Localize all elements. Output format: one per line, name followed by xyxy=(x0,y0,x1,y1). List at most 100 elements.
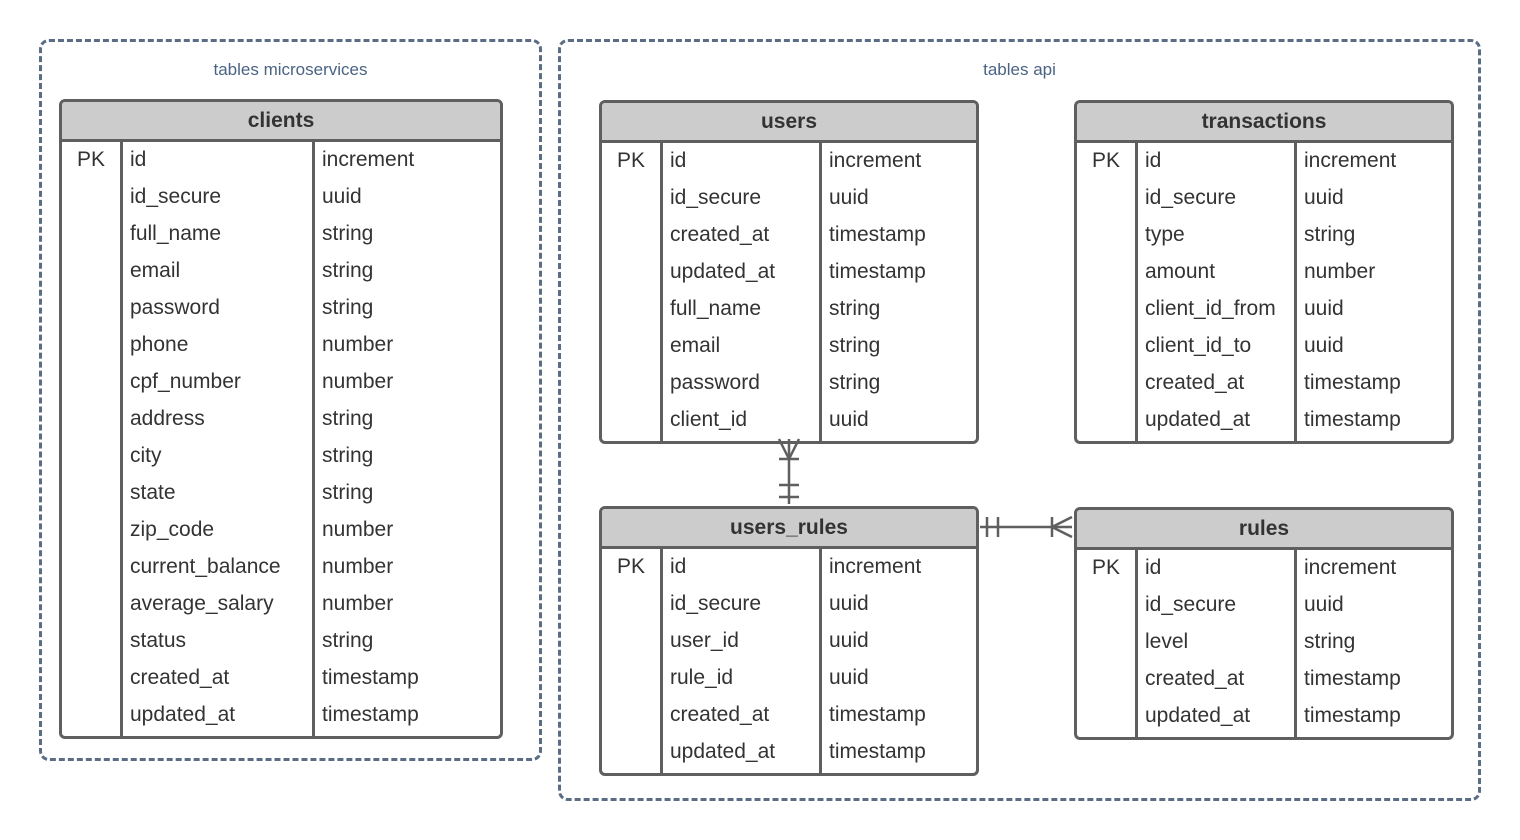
field-type: string xyxy=(322,407,374,430)
field-row[interactable]: address string xyxy=(62,403,500,440)
field-name: state xyxy=(130,481,176,504)
relationship-users-rules-rules[interactable] xyxy=(980,515,1073,539)
field-row[interactable]: email string xyxy=(602,330,976,367)
field-name: id_secure xyxy=(130,185,222,208)
field-type: uuid xyxy=(1304,593,1344,616)
field-key: PK xyxy=(1092,556,1121,579)
field-name: updated_at xyxy=(670,740,776,763)
field-name: id xyxy=(670,149,687,172)
field-type: increment xyxy=(829,149,922,172)
field-name: id xyxy=(670,555,687,578)
field-row[interactable]: created_at timestamp xyxy=(602,699,976,736)
field-name: cpf_number xyxy=(130,370,241,393)
field-row[interactable]: user_id uuid xyxy=(602,625,976,662)
field-name: created_at xyxy=(130,666,230,689)
field-type: string xyxy=(1304,223,1356,246)
field-type: increment xyxy=(1304,149,1397,172)
field-key: PK xyxy=(617,149,646,172)
field-key: PK xyxy=(617,555,646,578)
relationship-users-users-rules[interactable] xyxy=(777,438,801,504)
field-type: increment xyxy=(322,148,415,171)
field-type: timestamp xyxy=(1304,667,1401,690)
field-row[interactable]: type string xyxy=(1077,219,1451,256)
field-name: address xyxy=(130,407,205,430)
field-type: uuid xyxy=(1304,334,1344,357)
field-row[interactable]: level string xyxy=(1077,626,1451,663)
field-name: zip_code xyxy=(130,518,215,541)
field-name: email xyxy=(670,334,721,357)
field-type: timestamp xyxy=(322,666,419,689)
field-row[interactable]: PK id increment xyxy=(602,145,976,182)
field-name: password xyxy=(130,296,220,319)
field-row[interactable]: created_at timestamp xyxy=(62,662,500,699)
column-divider xyxy=(1135,550,1138,737)
field-type: number xyxy=(322,518,394,541)
field-type: string xyxy=(1304,630,1356,653)
field-row[interactable]: id_secure uuid xyxy=(1077,589,1451,626)
field-name: id xyxy=(1145,556,1162,579)
field-row[interactable]: client_id uuid xyxy=(602,404,976,441)
field-name: rule_id xyxy=(670,666,734,689)
field-type: string xyxy=(322,481,374,504)
field-type: string xyxy=(829,334,881,357)
field-type: timestamp xyxy=(829,703,926,726)
field-row[interactable]: state string xyxy=(62,477,500,514)
field-type: timestamp xyxy=(322,703,419,726)
field-row[interactable]: zip_code number xyxy=(62,514,500,551)
field-type: uuid xyxy=(1304,297,1344,320)
field-name: user_id xyxy=(670,629,739,652)
field-type: uuid xyxy=(829,629,869,652)
group-tables-api: tables api xyxy=(558,39,1481,801)
field-name: updated_at xyxy=(1145,704,1251,727)
field-name: level xyxy=(1145,630,1189,653)
column-divider xyxy=(819,143,822,441)
field-name: created_at xyxy=(670,703,770,726)
field-name: created_at xyxy=(670,223,770,246)
field-type: uuid xyxy=(829,408,869,431)
field-type: timestamp xyxy=(829,260,926,283)
field-name: client_id xyxy=(670,408,748,431)
field-name: id_secure xyxy=(1145,593,1237,616)
column-divider xyxy=(120,142,123,736)
field-type: number xyxy=(1304,260,1376,283)
entity-title: clients xyxy=(62,102,500,142)
field-name: type xyxy=(1145,223,1185,246)
